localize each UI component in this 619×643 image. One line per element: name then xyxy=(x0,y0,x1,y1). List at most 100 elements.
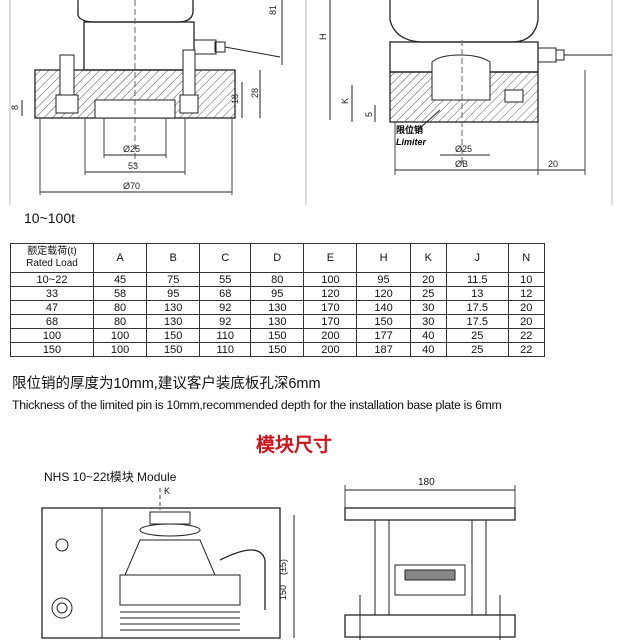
dimension-cell: 187 xyxy=(356,342,411,357)
header-col: E xyxy=(303,243,358,273)
top-drawings: 81 28 18 8 Ø25 53 Ø70 H K 5 Ø25 ØB 20 限位… xyxy=(9,0,613,205)
dimension-cell: 22 xyxy=(507,342,546,357)
dim-20: 20 xyxy=(548,159,558,169)
limiter-cn-label: 限位销 xyxy=(396,124,423,135)
dimension-cell: 110 xyxy=(199,328,252,343)
dimension-cell: 92 xyxy=(199,314,252,329)
dimension-cell: 100 xyxy=(92,328,148,343)
dimension-cell: 25 xyxy=(445,328,509,343)
dimension-cell: 170 xyxy=(303,300,358,315)
dimension-cell: 95 xyxy=(250,286,305,301)
dimension-cell: 92 xyxy=(199,300,252,315)
rated-load-table: 额定载荷(t) Rated Load A B C D E H K J N 10~… xyxy=(10,243,546,357)
dimension-cell: 20 xyxy=(507,300,546,315)
dimension-cell: 10 xyxy=(507,272,546,287)
rated-load-cell: 33 xyxy=(10,286,94,301)
dimension-cell: 110 xyxy=(199,342,252,357)
dimension-cell: 11.5 xyxy=(445,272,509,287)
header-col: A xyxy=(92,243,148,273)
module-right-drawing xyxy=(344,485,516,640)
dimension-cell: 13 xyxy=(445,286,509,301)
dimension-cell: 100 xyxy=(303,272,358,287)
header-rated-load-en: Rated Load xyxy=(26,258,78,269)
dimension-cell: 120 xyxy=(303,286,358,301)
header-col: D xyxy=(250,243,305,273)
header-col: C xyxy=(199,243,252,273)
module-dim-tolerance: (±5) xyxy=(278,559,288,575)
dimension-cell: 95 xyxy=(146,286,201,301)
dimension-cell: 130 xyxy=(146,300,201,315)
note-cn: 限位销的厚度为10mm,建议客户装底板孔深6mm xyxy=(12,376,321,392)
dimension-cell: 40 xyxy=(409,342,447,357)
header-rated-load: 额定载荷(t) Rated Load xyxy=(10,243,94,273)
dim-81: 81 xyxy=(268,5,278,15)
rated-load-cell: 68 xyxy=(10,314,94,329)
right-section-drawing xyxy=(329,0,612,175)
dimension-cell: 150 xyxy=(250,328,305,343)
module-dim-180: 180 xyxy=(418,477,435,488)
module-dim-150: 150 xyxy=(278,584,288,600)
dimension-cell: 20 xyxy=(409,272,447,287)
dimension-cell: 30 xyxy=(409,314,447,329)
dimension-cell: 200 xyxy=(303,342,358,357)
range-title: 10~100t xyxy=(24,210,75,226)
dimension-cell: 20 xyxy=(507,314,546,329)
left-section-drawing xyxy=(21,0,283,195)
dimension-cell: 140 xyxy=(356,300,411,315)
dimension-cell: 130 xyxy=(250,314,305,329)
note-en: Thickness of the limited pin is 10mm,rec… xyxy=(12,398,502,412)
header-col: B xyxy=(146,243,201,273)
dimension-cell: 200 xyxy=(303,328,358,343)
module-k-label: K xyxy=(164,486,171,496)
dimension-cell: 17.5 xyxy=(445,314,509,329)
dimension-cell: 45 xyxy=(92,272,148,287)
dim-o25-left: Ø25 xyxy=(123,144,140,154)
dimension-cell: 80 xyxy=(250,272,305,287)
dimension-cell: 130 xyxy=(146,314,201,329)
dimension-cell: 22 xyxy=(507,328,546,343)
dim-ob: ØB xyxy=(455,159,468,169)
dimension-cell: 95 xyxy=(356,272,411,287)
rated-load-cell: 150 xyxy=(10,342,94,357)
module-caption: NHS 10~22t模块 Module xyxy=(44,470,177,484)
dimension-cell: 68 xyxy=(199,286,252,301)
dimension-cell: 40 xyxy=(409,328,447,343)
dim-o25-right: Ø25 xyxy=(455,144,472,154)
dimension-cell: 170 xyxy=(303,314,358,329)
header-col: N xyxy=(507,243,546,273)
dimension-cell: 25 xyxy=(409,286,447,301)
dimension-cell: 12 xyxy=(507,286,546,301)
dimension-cell: 150 xyxy=(250,342,305,357)
dim-8: 8 xyxy=(10,105,20,110)
dimension-cell: 150 xyxy=(146,328,201,343)
dimension-cell: 80 xyxy=(92,314,148,329)
rated-load-cell: 10~22 xyxy=(10,272,94,287)
dimension-cell: 150 xyxy=(356,314,411,329)
dimension-cell: 30 xyxy=(409,300,447,315)
dim-28: 28 xyxy=(250,88,260,98)
dimension-cell: 177 xyxy=(356,328,411,343)
dimension-cell: 120 xyxy=(356,286,411,301)
header-col: H xyxy=(356,243,411,273)
dimension-cell: 80 xyxy=(92,300,148,315)
dim-o70: Ø70 xyxy=(123,181,140,191)
dim-h: H xyxy=(318,34,328,41)
dim-18: 18 xyxy=(230,94,240,104)
rated-load-cell: 100 xyxy=(10,328,94,343)
dimension-cell: 58 xyxy=(92,286,148,301)
dim-53: 53 xyxy=(128,161,138,171)
dim-k: K xyxy=(340,98,350,104)
dimension-cell: 25 xyxy=(445,342,509,357)
table-header-row: 额定载荷(t) Rated Load A B C D E H K J N xyxy=(10,243,546,273)
dimension-cell: 17.5 xyxy=(445,300,509,315)
limiter-en-label: Limiter xyxy=(396,137,427,147)
rated-load-cell: 47 xyxy=(10,300,94,315)
dimension-cell: 150 xyxy=(146,342,201,357)
dimension-cell: 100 xyxy=(92,342,148,357)
